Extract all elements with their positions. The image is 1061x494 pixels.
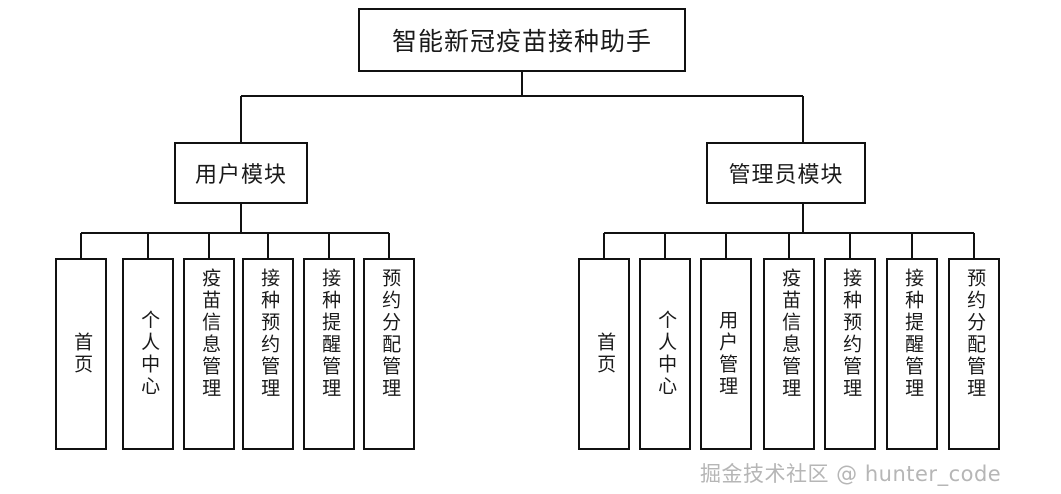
node-admin-module-label: 管理员模块	[728, 162, 844, 187]
node-user-leaf-3-label: 疫苗信息管理	[199, 268, 221, 400]
node-admin-leaf-7-label: 预约分配管理	[964, 268, 986, 400]
node-user-leaf-5-label: 接种提醒管理	[319, 268, 341, 400]
node-user-leaf-6-label: 预约分配管理	[379, 268, 401, 400]
node-admin-leaf-5-label: 接种预约管理	[840, 268, 862, 400]
node-admin-leaf-5[interactable]: 接种预约管理	[824, 258, 876, 450]
node-user-module-label: 用户模块	[194, 162, 287, 187]
node-user-module[interactable]: 用户模块	[174, 142, 308, 204]
node-admin-leaf-6-label: 接种提醒管理	[902, 268, 924, 400]
node-admin-leaf-1-label: 首页	[594, 332, 616, 376]
node-admin-leaf-1[interactable]: 首页	[578, 258, 630, 450]
node-user-leaf-2[interactable]: 个人中心	[122, 258, 174, 450]
node-admin-leaf-3-label: 用户管理	[716, 310, 738, 398]
node-admin-leaf-4[interactable]: 疫苗信息管理	[763, 258, 815, 450]
node-user-leaf-3[interactable]: 疫苗信息管理	[183, 258, 235, 450]
node-user-leaf-6[interactable]: 预约分配管理	[363, 258, 415, 450]
node-root[interactable]: 智能新冠疫苗接种助手	[358, 8, 686, 72]
node-admin-leaf-7[interactable]: 预约分配管理	[948, 258, 1000, 450]
node-admin-leaf-4-label: 疫苗信息管理	[779, 268, 801, 400]
node-user-leaf-1[interactable]: 首页	[55, 258, 107, 450]
node-user-leaf-5[interactable]: 接种提醒管理	[303, 258, 355, 450]
node-user-leaf-2-label: 个人中心	[138, 310, 160, 398]
node-user-leaf-4[interactable]: 接种预约管理	[242, 258, 294, 450]
node-admin-leaf-6[interactable]: 接种提醒管理	[886, 258, 938, 450]
node-admin-leaf-2-label: 个人中心	[655, 310, 677, 398]
node-user-leaf-4-label: 接种预约管理	[258, 268, 280, 400]
node-admin-leaf-3[interactable]: 用户管理	[700, 258, 752, 450]
node-admin-module[interactable]: 管理员模块	[706, 142, 866, 204]
node-admin-leaf-2[interactable]: 个人中心	[639, 258, 691, 450]
node-user-leaf-1-label: 首页	[71, 332, 93, 376]
watermark-text: 掘金技术社区 @ hunter_code	[700, 462, 1002, 486]
node-root-label: 智能新冠疫苗接种助手	[391, 29, 652, 56]
